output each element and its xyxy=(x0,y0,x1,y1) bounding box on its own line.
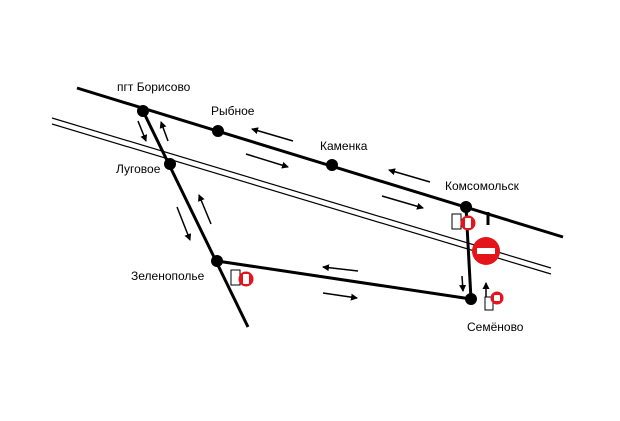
arrow-down-lugovoe xyxy=(176,206,192,241)
dot-semenovo xyxy=(465,293,477,305)
dot-rybnoe xyxy=(212,125,224,137)
label-rybnoe: Рыбное xyxy=(211,104,255,118)
label-lugovoe: Луговое xyxy=(116,162,161,176)
highway-borisovo-komsomolsk xyxy=(76,86,564,239)
label-kamenka: Каменка xyxy=(320,139,368,153)
traffic-arrows xyxy=(137,120,490,301)
arrow-east-zelenopolye xyxy=(322,292,358,301)
arrow-down-semenovo xyxy=(459,275,467,292)
label-komsomolsk: Комсомольск xyxy=(445,179,520,193)
dot-lugovoe xyxy=(164,158,176,170)
dot-zelenopolye xyxy=(211,255,223,267)
arrow-east-kamenka xyxy=(381,195,424,210)
label-zelenopolye: Зеленополье xyxy=(131,269,205,283)
arrow-down-borisovo xyxy=(137,120,148,142)
dot-komsomolsk xyxy=(460,201,472,213)
arrow-west-rybnoe xyxy=(251,127,294,142)
arrow-east-rybnoe xyxy=(245,153,289,169)
dot-borisovo xyxy=(137,105,149,117)
no-motor-vehicles-sign-icon xyxy=(230,269,254,287)
no-entry-sign-icon xyxy=(472,237,500,265)
no-motor-vehicles-sign-icon xyxy=(484,291,504,311)
arrow-up-borisovo xyxy=(159,121,169,142)
road-zelenopolye-semenovo xyxy=(216,259,472,301)
arrow-up-lugovoe xyxy=(198,194,212,225)
road-borisovo-zelenopolye xyxy=(141,110,250,328)
settlement-dots xyxy=(137,105,477,305)
label-semenovo: Семёново xyxy=(467,320,524,334)
arrow-west-kamenka xyxy=(388,168,431,183)
dot-kamenka xyxy=(326,159,338,171)
no-motor-vehicles-sign-icon xyxy=(451,213,476,231)
label-borisovo: пгт Борисово xyxy=(117,80,191,94)
arrow-west-zelenopolye xyxy=(322,264,359,272)
